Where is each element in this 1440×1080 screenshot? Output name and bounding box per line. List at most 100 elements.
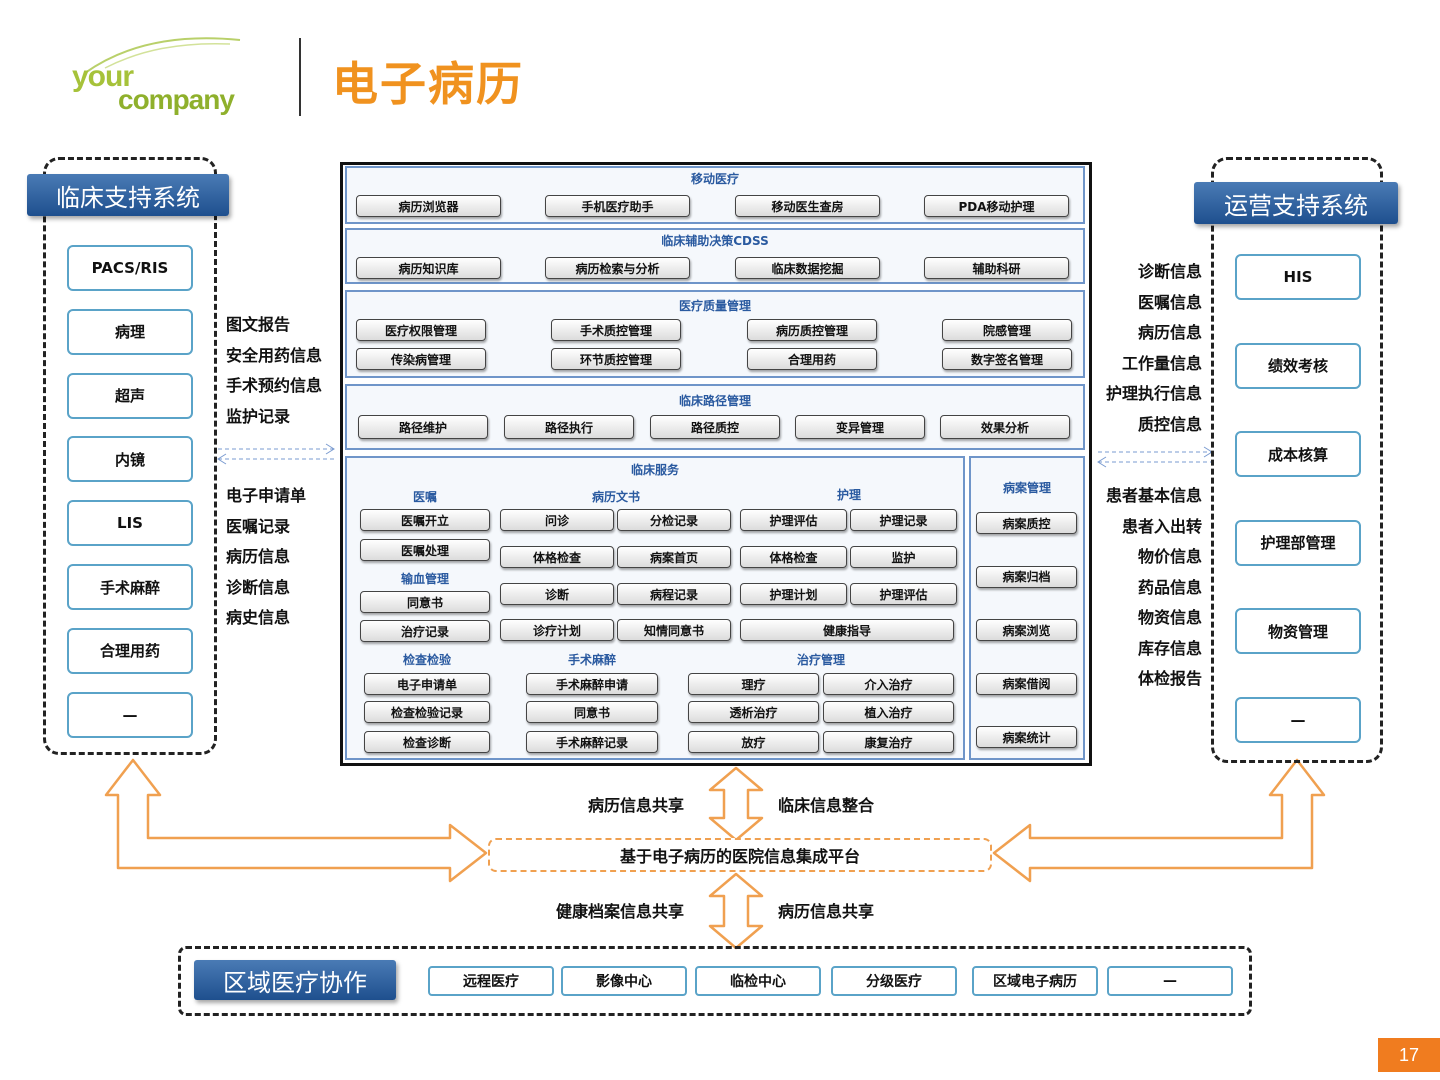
service-transfusion-title: 输血管理	[400, 572, 449, 586]
top-double-arrow	[708, 766, 764, 842]
exam-module: 检查诊断	[364, 731, 490, 753]
region-box: 区域电子病历	[972, 966, 1098, 996]
treatment-module: 放疗	[688, 731, 819, 753]
docs-module: 知情同意书	[617, 619, 731, 641]
transfusion-module: 同意书	[360, 591, 490, 613]
right-system-box: 成本核算	[1235, 431, 1361, 477]
left-label: 病历信息	[226, 547, 291, 566]
section-pathway-title: 临床路径管理	[678, 394, 751, 408]
left-panel-title: 临床支持系统	[27, 174, 229, 216]
orders-module: 医嘱处理	[360, 539, 490, 561]
right-system-box: HIS	[1235, 254, 1361, 300]
right-panel-title: 运营支持系统	[1194, 182, 1398, 224]
cdss-module: 病历知识库	[356, 257, 501, 279]
exam-module: 电子申请单	[364, 673, 490, 695]
left-labels-bottom: 电子申请单 医嘱记录 病历信息 诊断信息 病史信息	[226, 481, 306, 634]
docs-module: 体格检查	[500, 546, 614, 568]
mobile-module: 病历浏览器	[356, 195, 501, 217]
right-flow-arrow	[992, 758, 1326, 883]
treatment-module: 介入治疗	[823, 673, 954, 695]
cdss-module: 病历检索与分析	[545, 257, 690, 279]
disease-module: 病案浏览	[976, 619, 1077, 641]
service-nursing-title: 护理	[836, 488, 861, 502]
disease-module: 病案质控	[976, 512, 1077, 534]
nursing-module: 护理记录	[850, 509, 957, 531]
quality-module: 医疗权限管理	[356, 319, 486, 341]
left-label: 医嘱记录	[226, 516, 291, 536]
region-box: 影像中心	[561, 966, 687, 996]
quality-module: 合理用药	[747, 348, 877, 370]
pathway-module: 路径维护	[358, 415, 488, 439]
pathway-module: 变异管理	[795, 415, 925, 439]
flow-bottom-left-label: 健康档案信息共享	[556, 902, 685, 921]
left-system-box: LIS	[67, 500, 193, 547]
integration-platform: 基于电子病历的医院信息集成平台	[488, 838, 992, 872]
mobile-module: 移动医生查房	[735, 195, 880, 217]
region-title: 区域医疗协作	[194, 960, 396, 1000]
right-labels-bottom: 患者基本信息 患者入出转 物价信息 药品信息 物资信息 库存信息 体检报告	[1090, 481, 1202, 695]
flow-top-right-label: 临床信息整合	[778, 796, 875, 815]
right-system-box: —	[1235, 696, 1361, 743]
mobile-module: PDA移动护理	[924, 195, 1069, 217]
quality-module: 数字签名管理	[942, 348, 1072, 370]
disease-module: 病案借阅	[976, 672, 1077, 695]
title-divider	[299, 38, 301, 116]
logo-company: company	[118, 84, 235, 115]
right-labels-top: 诊断信息 医嘱信息 病历信息 工作量信息 护理执行信息 质控信息	[1090, 257, 1202, 440]
section-mobile-title: 移动医疗	[690, 172, 739, 186]
pathway-module: 路径执行	[504, 415, 634, 439]
disease-module: 病案统计	[976, 726, 1077, 748]
right-label: 体检报告	[1137, 669, 1202, 688]
docs-module: 诊疗计划	[500, 619, 614, 641]
service-orders-title: 医嘱	[412, 490, 437, 504]
region-box: 临检中心	[695, 966, 821, 996]
docs-module: 病案首页	[617, 546, 731, 568]
nursing-module: 监护	[850, 546, 957, 568]
docs-module: 诊断	[500, 583, 614, 605]
right-label: 工作量信息	[1121, 353, 1202, 373]
right-label: 患者入出转	[1121, 516, 1202, 536]
right-label: 护理执行信息	[1105, 384, 1202, 403]
service-exam-title: 检查检验	[402, 653, 451, 667]
left-label: 图文报告	[226, 315, 291, 334]
left-system-box: —	[67, 691, 193, 738]
flow-top-left-label: 病历信息共享	[588, 796, 685, 815]
treatment-module: 透析治疗	[688, 701, 819, 723]
region-box: —	[1107, 966, 1233, 996]
nursing-module: 体格检查	[740, 546, 847, 568]
nursing-module: 护理评估	[850, 583, 957, 605]
docs-module: 分检记录	[617, 509, 731, 531]
left-system-box: 合理用药	[67, 627, 193, 674]
right-panel	[1211, 157, 1383, 763]
right-label: 药品信息	[1137, 577, 1202, 597]
region-box: 分级医疗	[831, 966, 957, 996]
surgery-module: 手术麻醉记录	[526, 731, 658, 753]
docs-module: 问诊	[500, 509, 614, 531]
quality-module: 传染病管理	[356, 348, 486, 370]
flow-bottom-right-label: 病历信息共享	[778, 902, 875, 921]
service-surgery-title: 手术麻醉	[567, 653, 616, 667]
logo-swoosh-icon	[84, 37, 241, 74]
right-label: 诊断信息	[1137, 262, 1202, 281]
section-disease	[969, 456, 1085, 760]
nursing-module: 护理计划	[740, 583, 847, 605]
treatment-module: 康复治疗	[823, 731, 954, 753]
disease-module: 病案归档	[976, 565, 1077, 588]
right-label: 患者基本信息	[1105, 486, 1202, 505]
section-disease-title: 病案管理	[1002, 481, 1051, 495]
left-panel	[43, 157, 217, 755]
docs-module: 病程记录	[617, 583, 731, 605]
left-connector-head-r	[325, 443, 335, 455]
surgery-module: 手术麻醉申请	[526, 673, 658, 695]
logo-your: your	[72, 60, 134, 93]
quality-module: 手术质控管理	[551, 319, 681, 341]
right-system-box: 护理部管理	[1235, 519, 1361, 566]
service-treatment-title: 治疗管理	[796, 653, 845, 667]
section-service-title: 临床服务	[630, 463, 679, 477]
left-system-box: 内镜	[67, 436, 193, 483]
nursing-module: 护理评估	[740, 509, 847, 531]
pathway-module: 路径质控	[650, 415, 780, 439]
nursing-module: 健康指导	[740, 619, 954, 641]
cdss-module: 辅助科研	[924, 257, 1069, 279]
